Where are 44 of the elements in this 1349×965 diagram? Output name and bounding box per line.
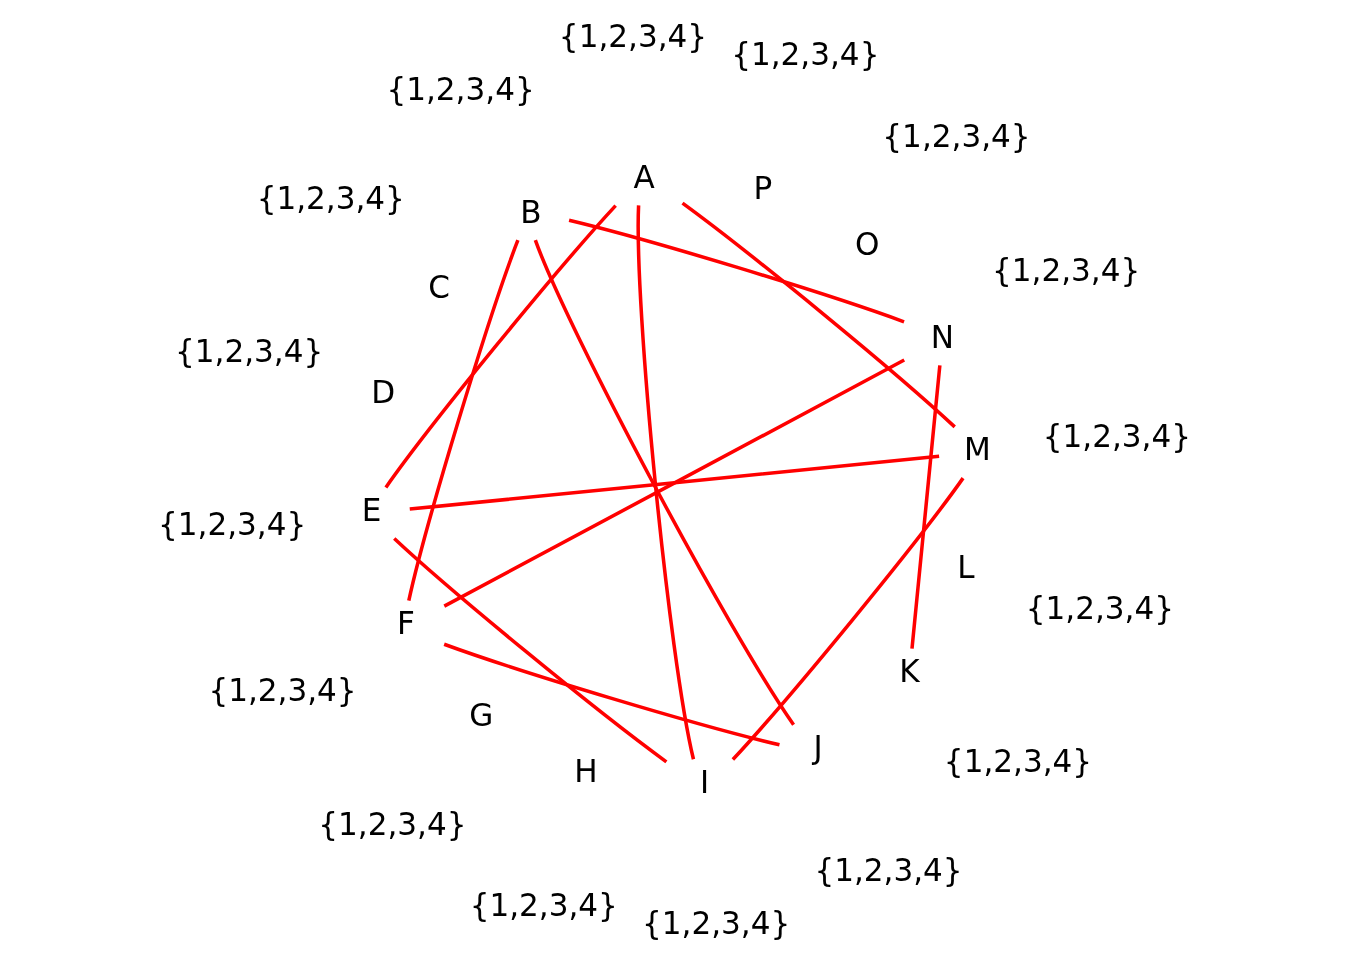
connector (443, 358, 906, 608)
node-label: {1,2,3,4} (558, 18, 708, 55)
node-text: C (428, 268, 451, 305)
connector (910, 365, 942, 649)
node-label: {1,2,3,4} (318, 805, 467, 842)
node-label: {1,2,3,4} (642, 904, 791, 941)
node-label: {1,2,3,4} (882, 118, 1031, 155)
node-label: {1,2,3,4} (1025, 590, 1174, 627)
node-text: L (957, 549, 975, 586)
node-text: N (930, 318, 954, 355)
node-text: E (361, 491, 382, 528)
node-label: {1,2,3,4} (158, 505, 307, 542)
connector (636, 205, 696, 760)
node-label: {1,2,3,4} (943, 742, 1093, 779)
node-text: H (574, 753, 598, 790)
node-label: {1,2,3,4} (175, 333, 324, 370)
connector (384, 204, 617, 489)
connector (407, 239, 520, 602)
node-label: {1,2,3,4} (992, 251, 1141, 288)
connector (568, 218, 905, 324)
node-text: O (855, 226, 880, 263)
node-text: K (899, 653, 920, 690)
node-label: {1,2,3,4} (256, 180, 405, 217)
connector (681, 201, 956, 429)
connector (409, 454, 940, 511)
connector (533, 239, 796, 726)
node-label: {1,2,3,4} (1042, 417, 1191, 454)
node-text: A (633, 158, 655, 195)
node-text: I (699, 764, 710, 801)
node-text: F (397, 605, 415, 642)
node-label: {1,2,3,4} (814, 851, 963, 888)
node-text: G (469, 697, 494, 734)
node-text: D (371, 373, 396, 410)
connector (731, 477, 965, 761)
node-text: J (813, 729, 823, 766)
node-text: B (520, 193, 542, 230)
node-label: {1,2,3,4} (386, 71, 535, 108)
node-text: P (753, 170, 773, 207)
node-text: M (964, 431, 991, 468)
node-label: {1,2,3,4} (469, 887, 618, 924)
node-label: {1,2,3,4} (731, 36, 880, 73)
node-label: {1,2,3,4} (208, 671, 357, 708)
connector (443, 642, 780, 747)
connector (393, 537, 668, 764)
